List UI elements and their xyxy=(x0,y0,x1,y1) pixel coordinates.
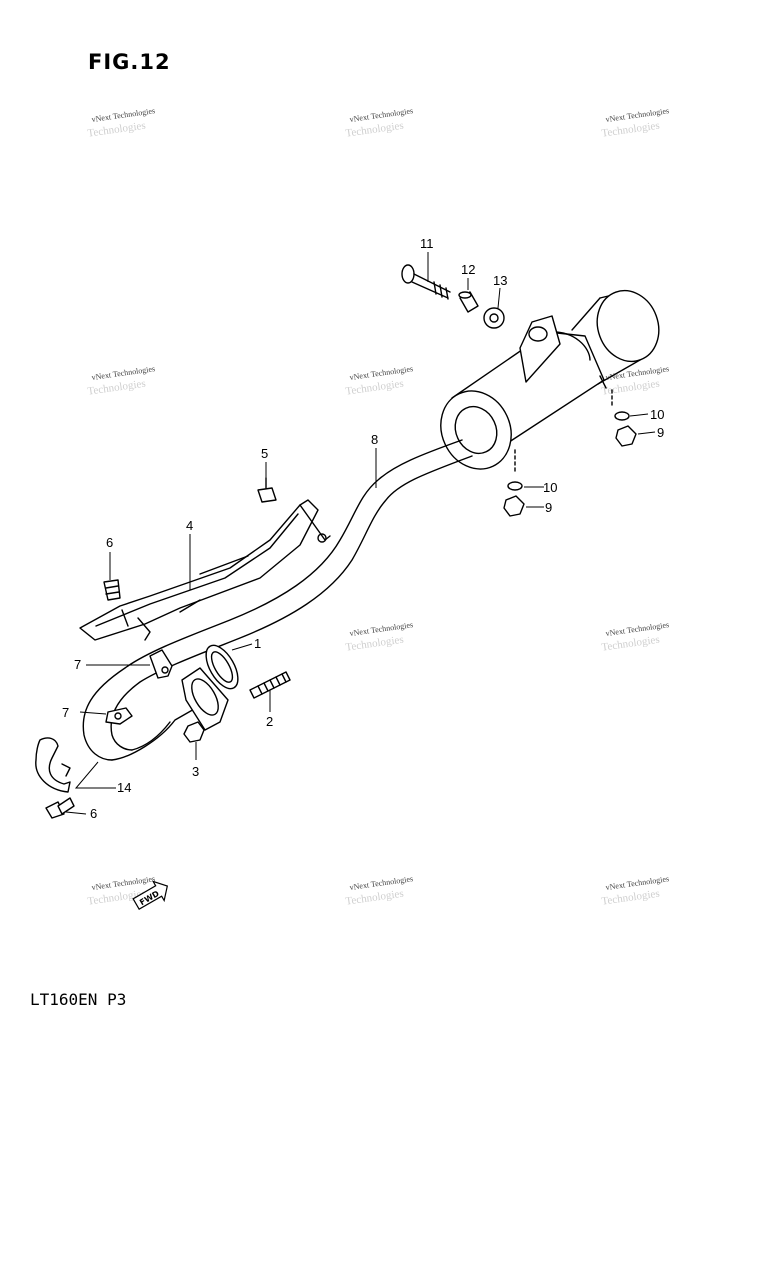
leader-line xyxy=(637,431,656,435)
watermark: Technologies vNext Technologies xyxy=(345,620,414,654)
callout-4: 4 xyxy=(186,518,193,533)
callout-6-upper: 6 xyxy=(106,535,113,550)
callout-9-rear: 9 xyxy=(657,425,664,440)
model-code: LT160EN P3 xyxy=(30,990,127,1009)
nut-lower xyxy=(503,495,525,517)
flange-nut xyxy=(183,721,205,743)
muffler xyxy=(440,289,660,475)
watermark: Technologies vNext Technologies xyxy=(601,364,670,398)
watermark-text: vNext Technologies xyxy=(91,364,156,382)
callout-7-upper: 7 xyxy=(74,657,81,672)
heat-shield xyxy=(79,499,331,641)
callout-5: 5 xyxy=(261,446,268,461)
clamp-upper xyxy=(149,649,173,679)
bolt-lower xyxy=(45,797,75,819)
watermark: Technologies vNext Technologies xyxy=(601,874,670,908)
pipe-protector xyxy=(35,737,71,793)
callout-7-lower: 7 xyxy=(62,705,69,720)
watermark-text: vNext Technologies xyxy=(91,106,156,124)
leader-line xyxy=(497,287,501,309)
watermark: Technologies vNext Technologies xyxy=(345,364,414,398)
leader-lines xyxy=(65,252,656,815)
watermark-text: vNext Technologies xyxy=(349,874,414,892)
watermark-text: vNext Technologies xyxy=(605,874,670,892)
watermark: Technologies vNext Technologies xyxy=(601,620,670,654)
flange xyxy=(181,667,229,731)
washer-lower xyxy=(507,481,523,491)
watermark-text: vNext Technologies xyxy=(349,620,414,638)
watermark: Technologies vNext Technologies xyxy=(345,874,414,908)
watermark-text: vNext Technologies xyxy=(605,364,670,382)
callout-12: 12 xyxy=(461,262,475,277)
collar xyxy=(458,291,479,313)
exhaust-pipe xyxy=(82,439,473,761)
callout-11: 11 xyxy=(420,236,434,251)
watermark: Technologies vNext Technologies xyxy=(601,106,670,140)
callout-8: 8 xyxy=(371,432,378,447)
screw xyxy=(257,477,277,503)
watermark-text: vNext Technologies xyxy=(349,364,414,382)
leader-line xyxy=(74,761,116,789)
figure-title: FIG.12 xyxy=(88,50,171,74)
callout-3: 3 xyxy=(192,764,199,779)
callout-13: 13 xyxy=(493,273,507,288)
leader-line xyxy=(231,643,253,651)
leader-line xyxy=(79,711,107,715)
leader-line xyxy=(629,413,649,417)
bolt-upper xyxy=(103,579,121,601)
watermark: Technologies vNext Technologies xyxy=(345,106,414,140)
washer-rear xyxy=(614,411,630,421)
watermark-text: vNext Technologies xyxy=(91,874,156,892)
watermark-text: vNext Technologies xyxy=(349,106,414,124)
stud-bolt xyxy=(249,671,291,699)
cushion xyxy=(483,307,505,329)
watermark: Technologies vNext Technologies xyxy=(87,106,156,140)
watermark-text: vNext Technologies xyxy=(605,620,670,638)
clamp-lower xyxy=(105,707,133,725)
nut-rear xyxy=(615,425,637,447)
callout-2: 2 xyxy=(266,714,273,729)
callout-1: 1 xyxy=(254,636,261,651)
gasket xyxy=(205,644,239,690)
watermark: Technologies vNext Technologies xyxy=(87,364,156,398)
mounting-bolt xyxy=(401,264,451,300)
callout-9-lower: 9 xyxy=(545,500,552,515)
watermark-text: vNext Technologies xyxy=(605,106,670,124)
callouts: 1 2 3 4 5 6 6 7 7 8 9 9 10 10 11 12 13 1… xyxy=(62,236,664,821)
callout-10-rear: 10 xyxy=(650,407,664,422)
callout-14: 14 xyxy=(117,780,131,795)
callout-6-lower: 6 xyxy=(90,806,97,821)
leader-line xyxy=(65,811,87,815)
callout-10-lower: 10 xyxy=(543,480,557,495)
